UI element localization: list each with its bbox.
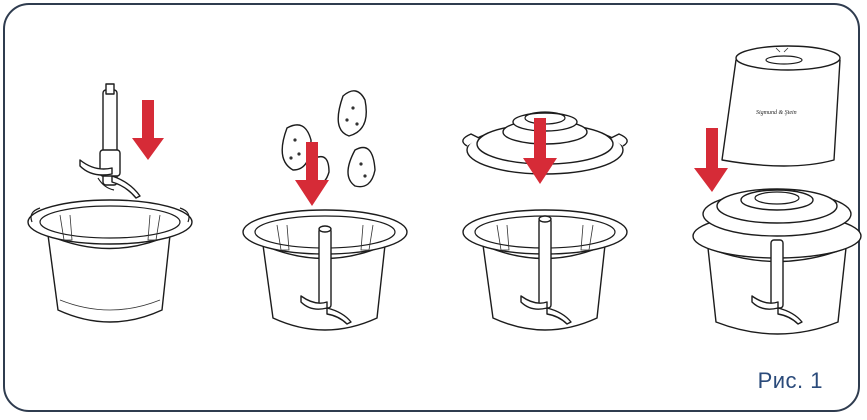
bowl [28,200,192,322]
bowl-with-lid [693,189,861,334]
figure-label: Рис. 1 [758,368,823,394]
brand-mark: Sigmund & Ştein [756,110,797,116]
red-down-arrow [132,100,164,160]
step-4-attach-motor-unit: Sigmund & Ştein [650,0,867,420]
step-1-insert-blade [0,0,220,420]
step-2-add-food [215,0,435,420]
bowl-with-blade [243,210,407,330]
motor-unit: Sigmund & Ştein [722,46,840,166]
bowl-with-blade [463,210,627,330]
food-pieces [282,91,375,187]
blade-assembly [80,84,140,198]
step-3-place-lid [435,0,655,420]
